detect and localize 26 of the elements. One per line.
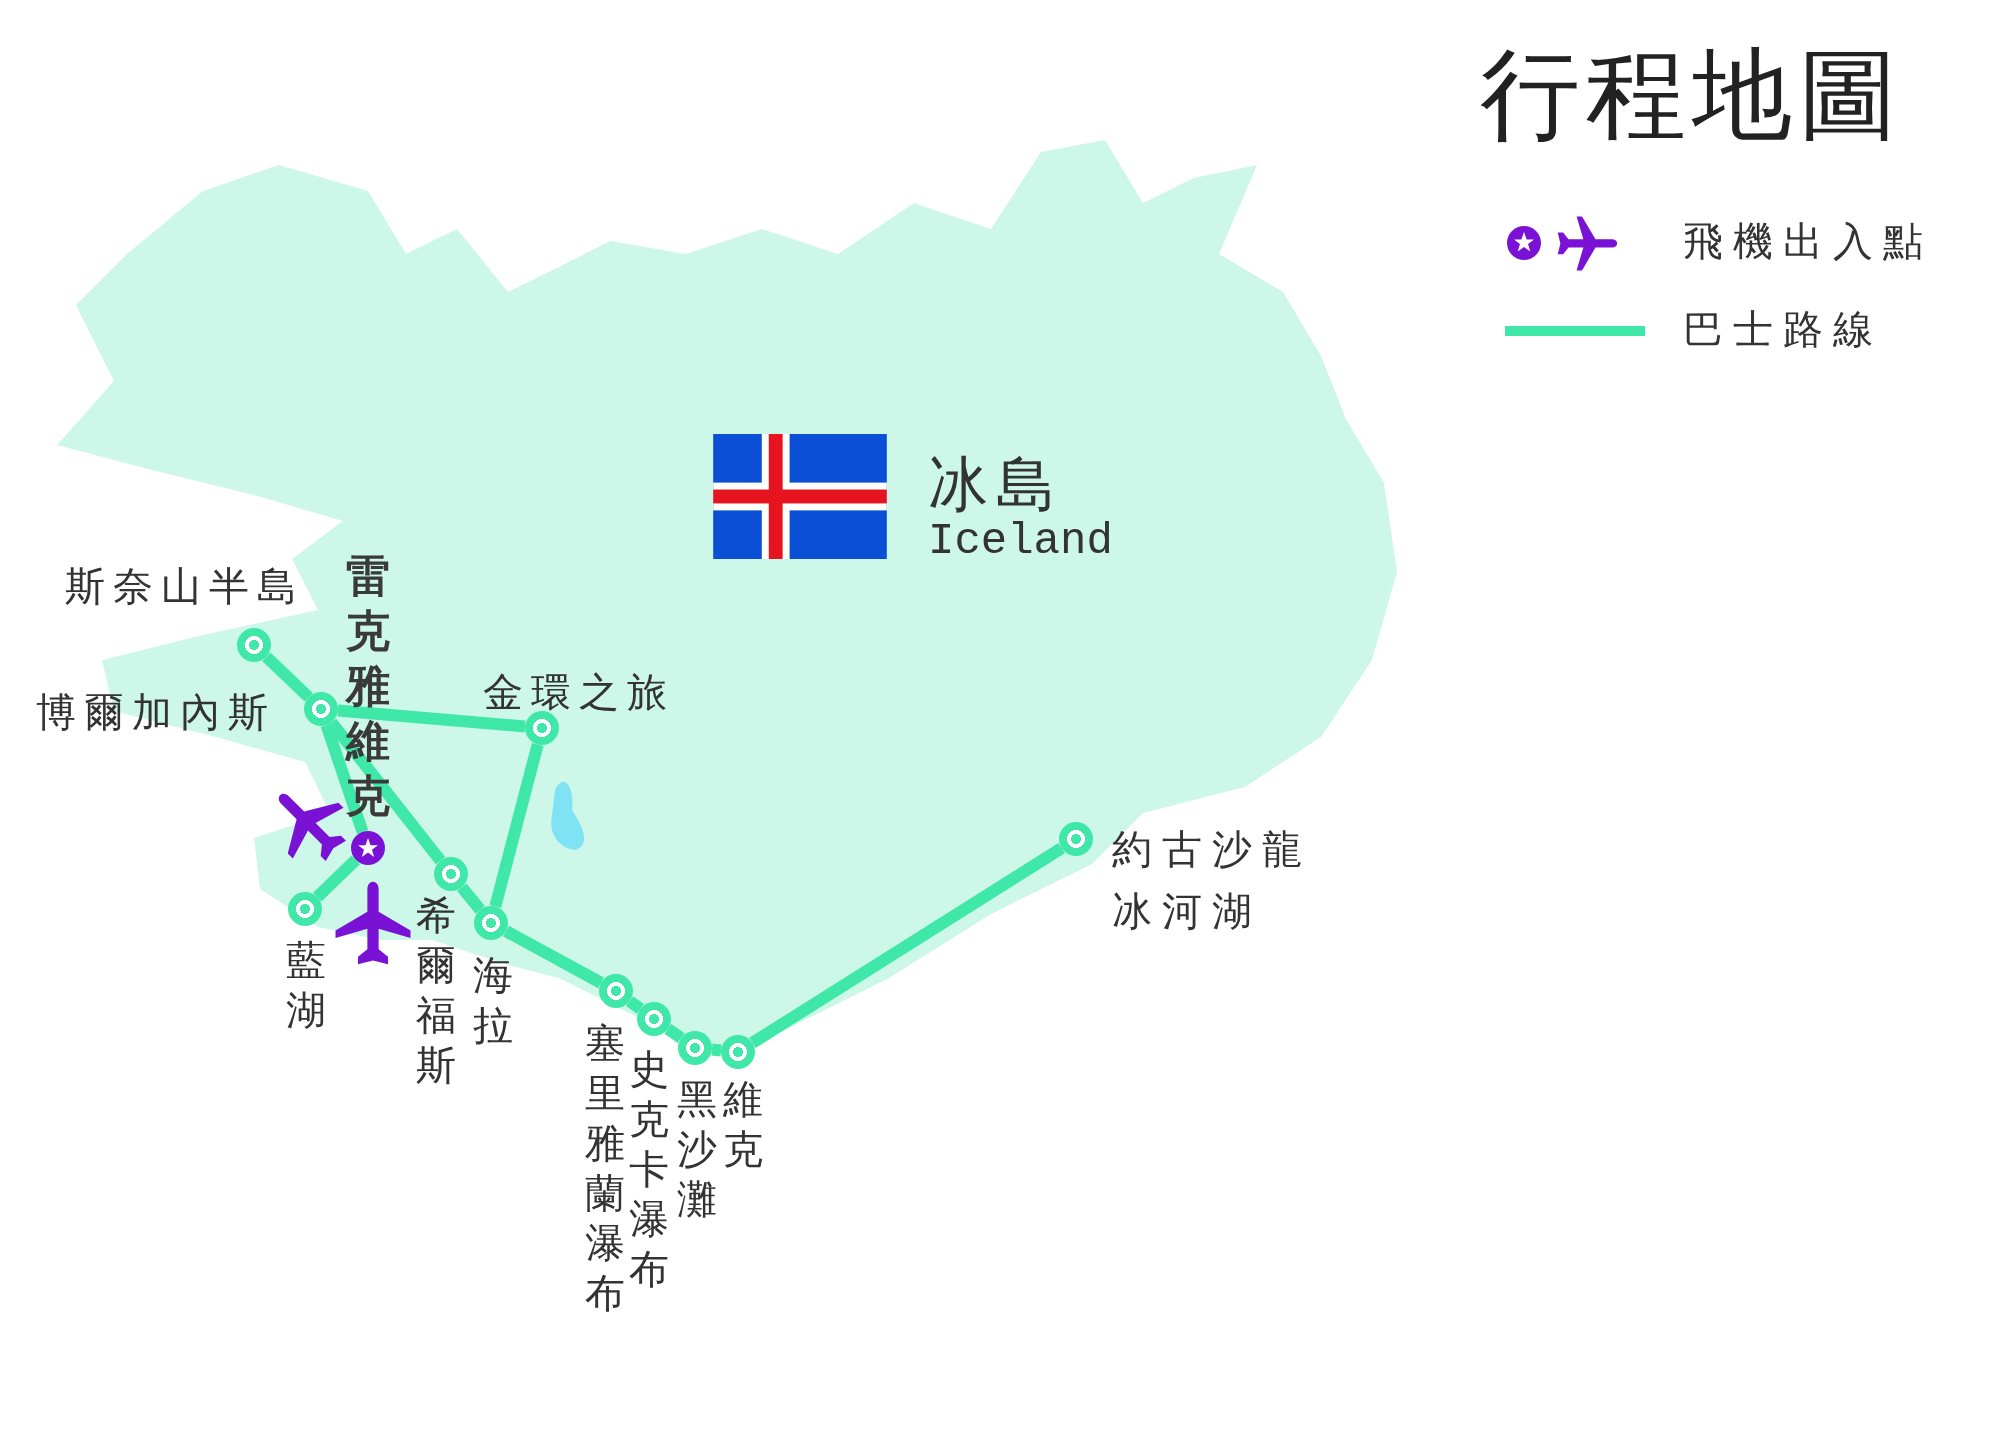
stop-label: 斯奈山半島 xyxy=(65,562,305,610)
bus-route-line xyxy=(337,704,526,733)
bus-route-line xyxy=(503,925,604,989)
bus-route-line xyxy=(664,1023,685,1044)
stop-label: 塞里雅蘭瀑布 xyxy=(584,1019,626,1318)
bus-route-line xyxy=(262,652,313,702)
stop-label: 史克卡瀑布 xyxy=(628,1045,670,1294)
map-title: 行程地圖 xyxy=(1480,35,1904,155)
stop-label: 博爾加內斯 xyxy=(36,688,276,736)
stop-label: 黑沙灘 xyxy=(676,1075,718,1224)
legend-label: 飛機出入點 xyxy=(1683,217,1933,265)
stop-label: 希爾福斯 xyxy=(415,891,457,1090)
stop-label: 海拉 xyxy=(472,951,514,1050)
stop-label: 約古沙龍冰河湖 xyxy=(1112,825,1313,936)
bus-route-line xyxy=(489,742,544,909)
bus-route-line xyxy=(711,1043,722,1057)
bus-route-line xyxy=(749,843,1065,1048)
stop-marker xyxy=(721,1035,755,1069)
bus-route-line xyxy=(326,718,446,865)
stop-label: 維克 xyxy=(722,1075,764,1174)
bus-route-line xyxy=(626,996,644,1014)
legend-label: 巴士路線 xyxy=(1683,305,1883,353)
stop-label: 藍湖 xyxy=(285,936,327,1035)
bus-route-line xyxy=(457,883,485,914)
stop-label: 金環之旅 xyxy=(483,668,675,716)
stop-marker xyxy=(678,1031,712,1065)
